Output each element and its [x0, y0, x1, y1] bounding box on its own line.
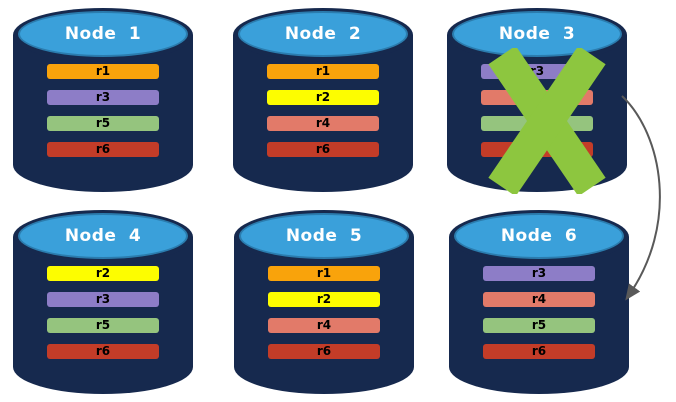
node-title: Node 3 — [498, 24, 576, 44]
cylinder-top-face: Node 4 — [18, 213, 188, 259]
replica-bar: r3 — [483, 266, 595, 281]
node-title: Node 4 — [64, 226, 142, 246]
node-4: Node 4 r2 r3 r5 r6 — [13, 210, 193, 394]
replica-bar: r2 — [47, 266, 159, 281]
node-1: Node 1 r1 r3 r5 r6 — [13, 8, 193, 192]
replica-bar: r4 — [268, 318, 380, 333]
cylinder-top-face: Node 1 — [18, 11, 188, 57]
node-6: Node 6 r3 r4 r5 r6 — [449, 210, 629, 394]
replica-bar: r6 — [268, 344, 380, 359]
node-3: Node 3 r3 — [447, 8, 627, 194]
node-title: Node 5 — [285, 226, 363, 246]
replica-list: r3 — [481, 64, 593, 168]
cylinder-top-face: Node 5 — [239, 213, 409, 259]
replica-list: r1 r3 r5 r6 — [47, 64, 159, 168]
replica-bar: r3 — [481, 64, 593, 79]
replica-bar: r3 — [47, 292, 159, 307]
replica-bar: r2 — [267, 90, 379, 105]
replica-list: r1 r2 r4 r6 — [267, 64, 379, 168]
node-title: Node 2 — [284, 24, 362, 44]
replica-bar: r1 — [47, 64, 159, 79]
replica-bar: r5 — [47, 116, 159, 131]
replica-bar: r5 — [47, 318, 159, 333]
node-title: Node 6 — [500, 226, 578, 246]
replica-bar: r3 — [47, 90, 159, 105]
cylinder-top-face: Node 3 — [452, 11, 622, 57]
replica-bar: r1 — [267, 64, 379, 79]
replica-bar: r6 — [47, 142, 159, 157]
replica-bar: r6 — [483, 344, 595, 359]
cylinder-top-face: Node 2 — [238, 11, 408, 57]
node-5: Node 5 r1 r2 r4 r6 — [234, 210, 414, 394]
replica-bar: r4 — [483, 292, 595, 307]
node-2: Node 2 r1 r2 r4 r6 — [233, 8, 413, 192]
replica-bar: r2 — [268, 292, 380, 307]
replica-bar: r4 — [267, 116, 379, 131]
replica-bar — [481, 90, 593, 105]
replica-bar: r6 — [47, 344, 159, 359]
cylinder-top-face: Node 6 — [454, 213, 624, 259]
replica-bar: r5 — [483, 318, 595, 333]
replica-list: r2 r3 r5 r6 — [47, 266, 159, 370]
replica-bar — [481, 116, 593, 131]
replica-list: r1 r2 r4 r6 — [268, 266, 380, 370]
replica-bar: r1 — [268, 266, 380, 281]
replica-bar: r6 — [267, 142, 379, 157]
replica-list: r3 r4 r5 r6 — [483, 266, 595, 370]
node-title: Node 1 — [64, 24, 142, 44]
replica-bar — [481, 142, 593, 157]
